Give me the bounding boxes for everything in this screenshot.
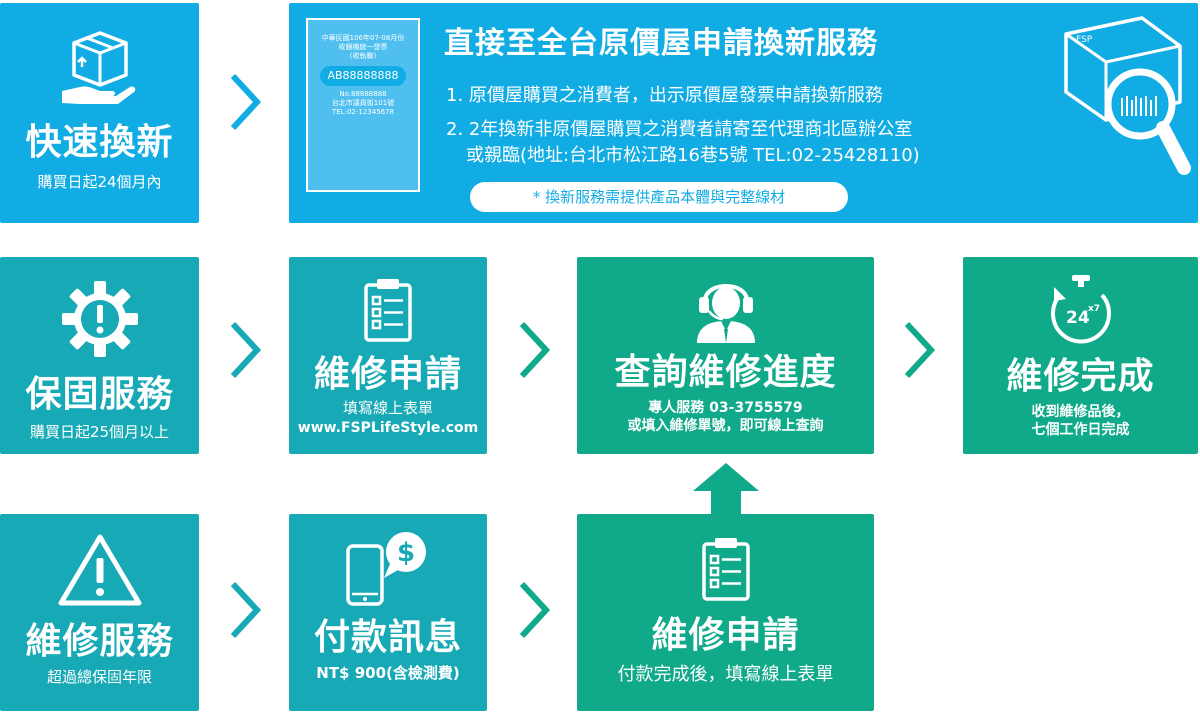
arrow-right-icon [519,321,550,379]
repair-done-line-1: 收到維修品後， [1031,404,1130,420]
payment-subtitle: NT$ 900(含檢測費) [316,664,460,682]
invoice-line: 台北市議員街101號 [331,99,395,107]
warning-triangle-icon [58,534,141,606]
repair-apply-2-box: 維修申請 付款完成後，填寫線上表單 [577,514,874,711]
replace-note: * 換新服務需提供產品本體與完整線材 [470,182,848,212]
invoice-line: (收執聯) [349,52,377,60]
repair-progress-box: 查詢維修進度 專人服務 03-3755579 或填入維修單號，即可線上查詢 [577,257,874,454]
repair-apply-subtitle: 填寫線上表單 [342,399,433,417]
svg-text:FSP: FSP [1076,35,1093,45]
replace-item-2b: 或親臨(地址:台北市松江路16巷5號 TEL:02-25428110) [466,145,920,166]
repair-service-title: 維修服務 [25,621,174,662]
arrow-right-icon [230,581,261,639]
replace-item-1: 1. 原價屋購買之消費者，出示原價屋發票申請換新服務 [446,85,883,106]
repair-service-subtitle: 超過總保固年限 [46,668,152,686]
phone-dollar-icon: $ [346,532,426,606]
package-hand-icon [61,31,135,104]
invoice-card: 中華民國106年07-08月份 收銀機統一發票 (收執聯) AB88888888… [306,18,420,192]
warranty-title: 保固服務 [25,374,174,415]
repair-progress-phone: 專人服務 03-3755579 [648,400,803,416]
payment-box: $ 付款訊息 NT$ 900(含檢測費) [289,514,487,711]
warranty-subtitle: 購買日起25個月以上 [29,423,170,441]
repair-apply-link[interactable]: www.FSPLifeStyle.com [297,420,479,436]
warranty-box: 保固服務 購買日起25個月以上 [0,257,199,454]
repair-done-title: 維修完成 [1006,356,1155,397]
invoice-line: 中華民國106年07-08月份 [321,34,405,42]
repair-done-line-2: 七個工作日完成 [1031,422,1130,438]
quick-replace-subtitle: 購買日起24個月內 [37,173,162,191]
box-magnifier-icon: FSP [1064,16,1191,175]
arrow-right-icon [904,321,935,379]
stopwatch-24x7-icon: 24 x7 [1050,275,1111,344]
svg-text:$: $ [397,538,415,568]
repair-service-box: 維修服務 超過總保固年限 [0,514,199,711]
repair-progress-hint: 或填入維修單號，即可線上查詢 [627,418,824,434]
repair-apply-title: 維修申請 [313,354,462,395]
stopwatch-badge-sup: x7 [1088,304,1100,314]
repair-done-box: 24 x7 維修完成 收到維修品後， 七個工作日完成 [963,257,1198,454]
replace-heading: 直接至全台原價屋申請換新服務 [444,26,878,61]
invoice-line: 收銀機統一發票 [338,43,388,51]
repair-progress-title: 查詢維修進度 [614,352,837,393]
arrow-right-icon [230,321,261,379]
repair-apply-2-title: 維修申請 [651,615,800,656]
payment-title: 付款訊息 [313,617,462,658]
stopwatch-badge: 24 [1066,308,1090,328]
repair-apply-box: 維修申請 填寫線上表單 www.FSPLifeStyle.com [289,257,487,454]
arrow-right-icon [230,73,261,131]
replace-item-2a: 2. 2年換新非原價屋購買之消費者請寄至代理商北區辦公室 [446,119,913,140]
gear-alert-icon [61,281,138,357]
invoice-line: TEL:02-12345678 [331,108,395,116]
clipboard-list-icon [364,279,412,342]
repair-apply-2-subtitle: 付款完成後，填寫線上表單 [617,664,834,685]
invoice-line: No.88888888 [339,90,387,98]
headset-agent-icon [696,284,755,343]
invoice-number: AB88888888 [320,66,406,86]
arrow-up-icon [693,463,759,517]
clipboard-list-icon [701,538,750,601]
quick-replace-title: 快速換新 [25,122,174,163]
arrow-right-icon [519,581,550,639]
quick-replace-box: 快速換新 購買日起24個月內 [0,3,199,223]
